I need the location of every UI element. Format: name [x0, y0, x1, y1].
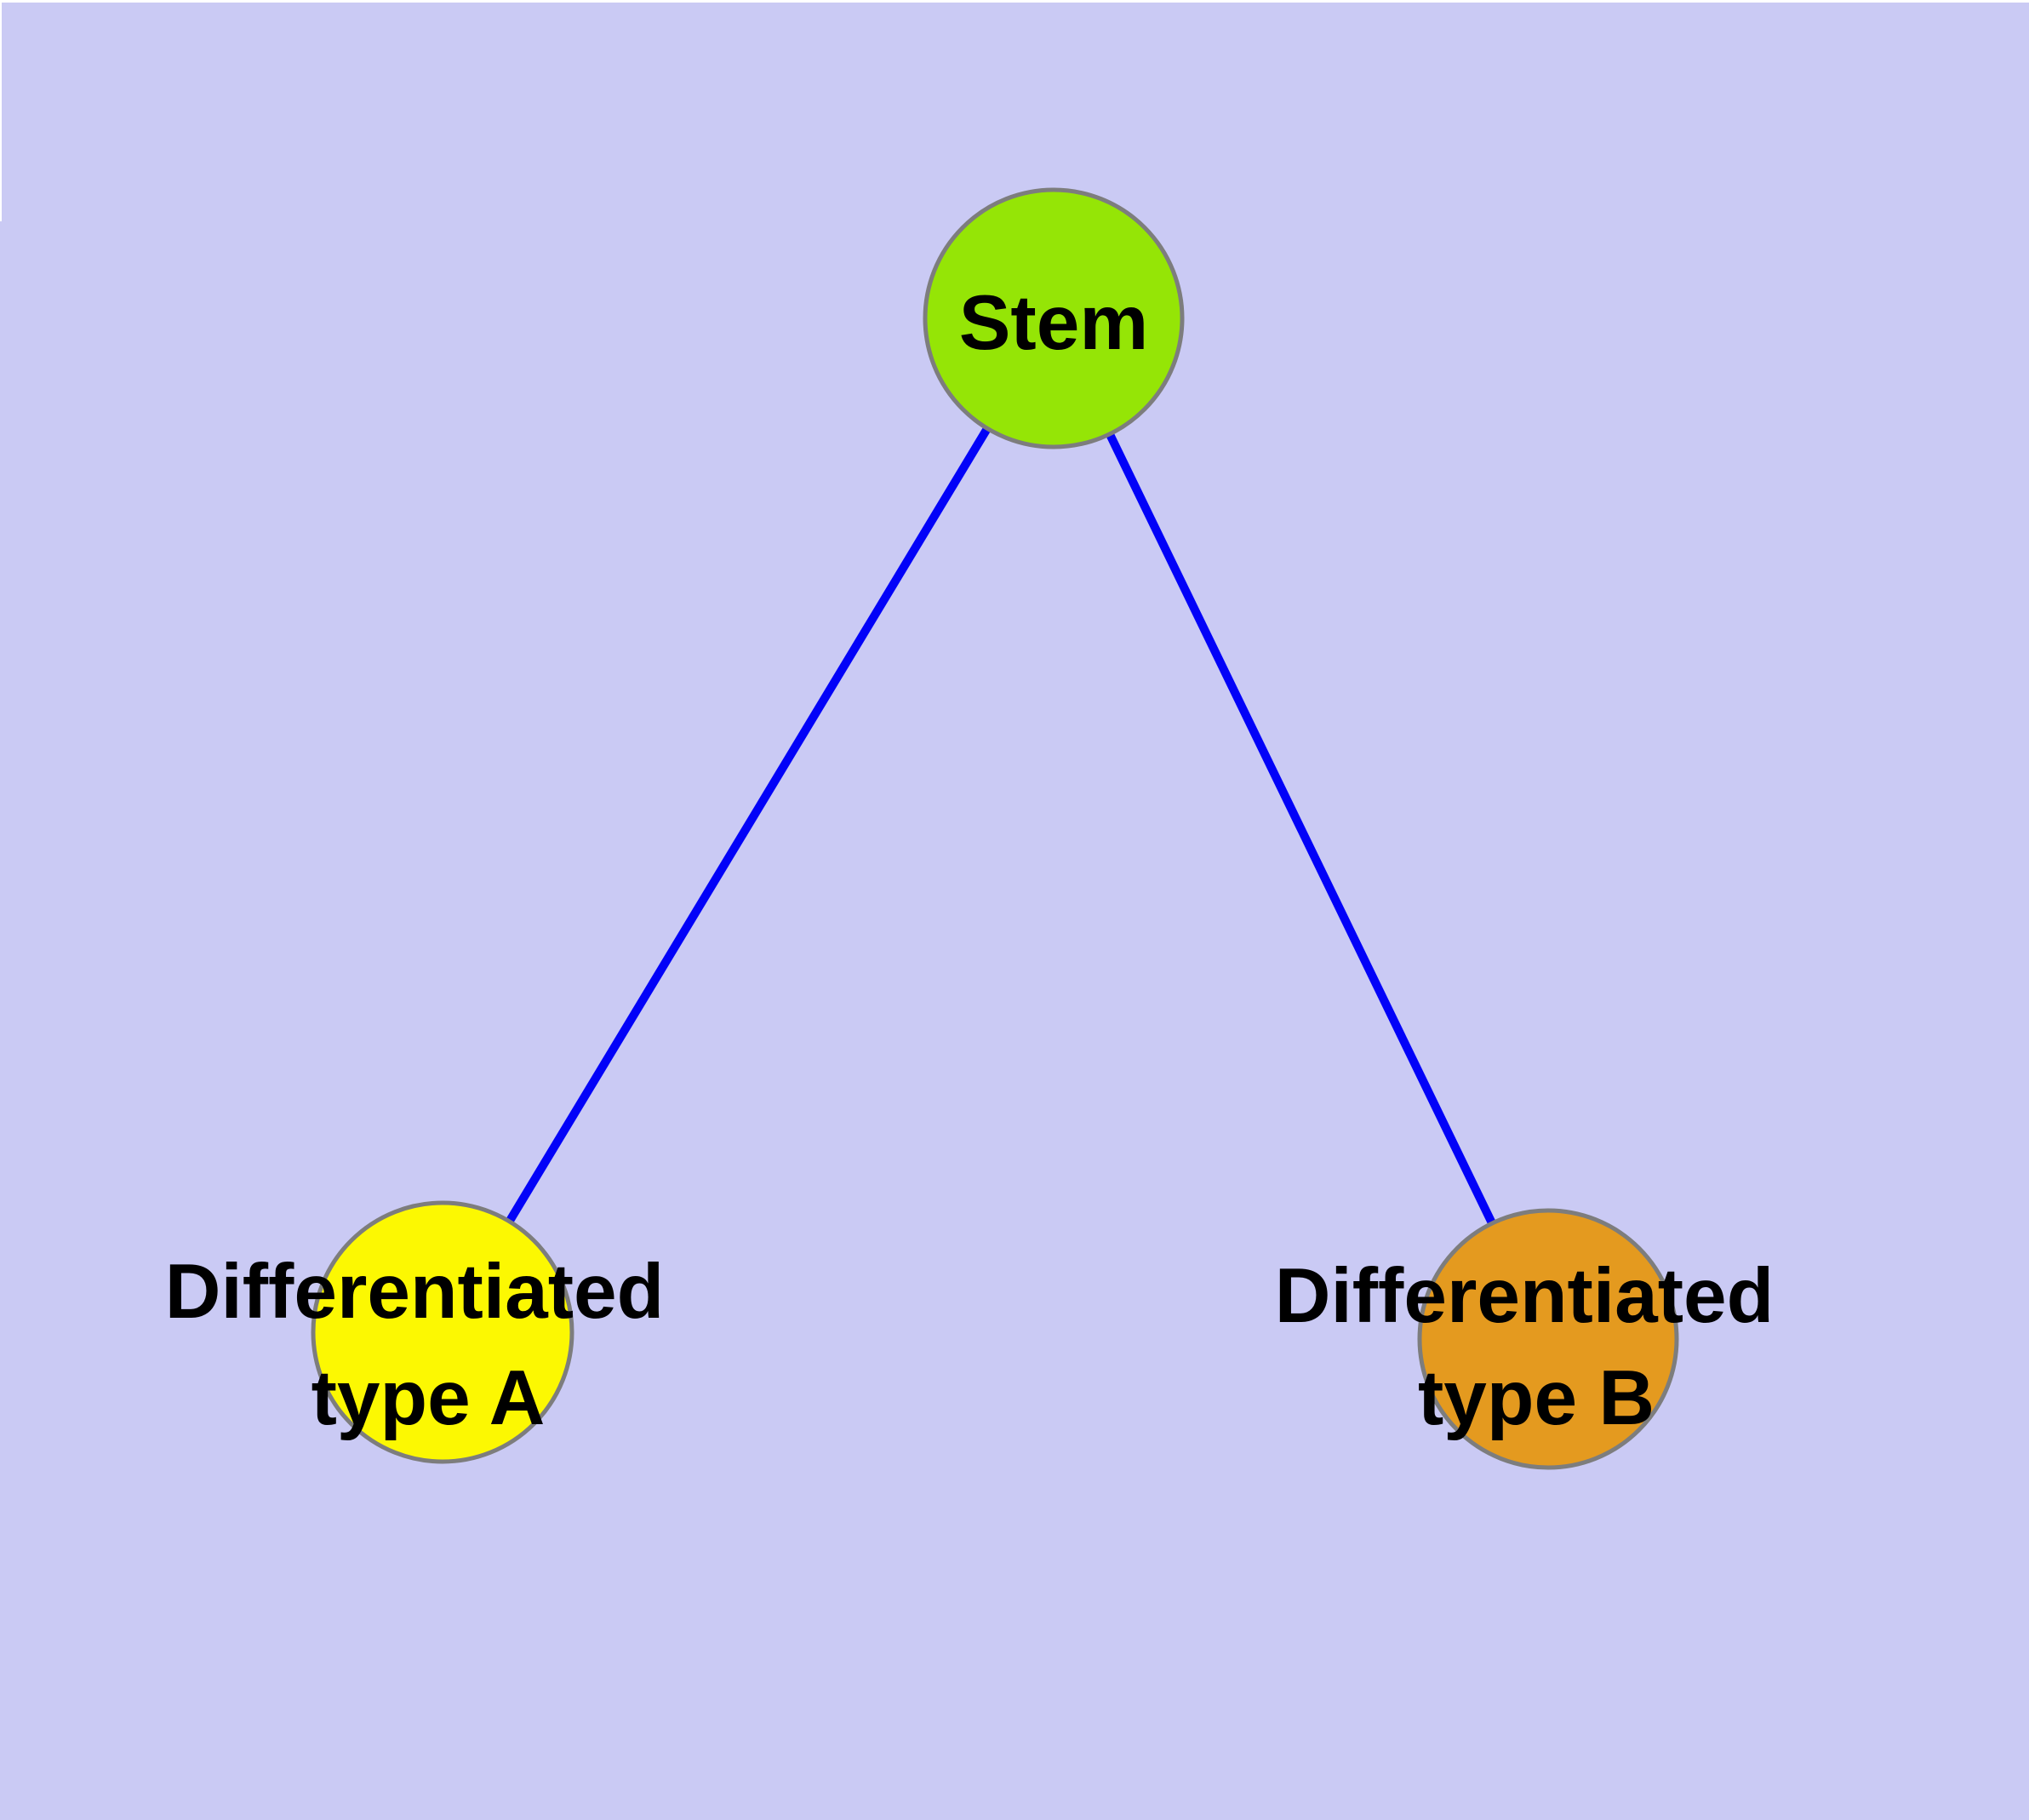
canvas-margin-left [0, 0, 2, 221]
node-differentiated-type-a: Differentiated type A [165, 1200, 665, 1464]
edge-stem-to-type-b [1049, 316, 1552, 1342]
edges [438, 316, 1552, 1342]
node-differentiated-type-b: Differentiated type B [1275, 1208, 1775, 1470]
edge-stem-to-type-a [438, 316, 1058, 1335]
node-differentiated-type-b-label-line2: type B [1418, 1355, 1655, 1441]
node-differentiated-type-a-circle[interactable] [311, 1200, 574, 1464]
node-differentiated-type-b-circle[interactable] [1417, 1208, 1679, 1470]
canvas-margin-top [0, 0, 2029, 3]
node-stem: Stem [923, 187, 1185, 449]
node-differentiated-type-a-label-line2: type A [311, 1355, 546, 1441]
node-differentiated-type-a-label-line1: Differentiated [165, 1249, 665, 1335]
node-stem-label: Stem [959, 280, 1149, 366]
node-differentiated-type-b-label-line1: Differentiated [1275, 1253, 1775, 1339]
node-stem-circle[interactable] [923, 187, 1185, 449]
